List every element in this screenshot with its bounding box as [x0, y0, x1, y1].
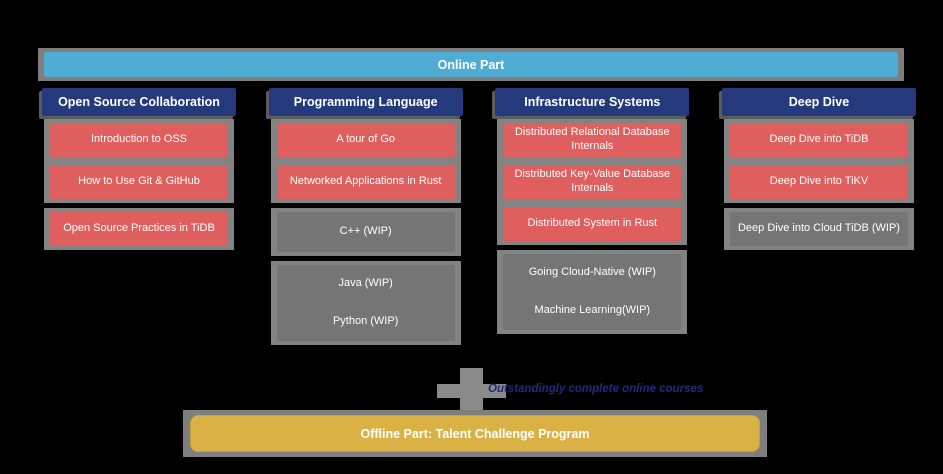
- course-item: Open Source Practices in TiDB: [50, 212, 228, 246]
- course-item: Deep Dive into Cloud TiDB (WIP): [729, 212, 908, 246]
- course-item-label: Machine Learning(WIP): [534, 304, 651, 317]
- course-group: Java (WIP) Python (WIP): [270, 261, 461, 345]
- course-item-label: Python (WIP): [332, 315, 399, 328]
- course-item: Distributed Relational Database Internal…: [503, 123, 682, 157]
- column-header: Open Source Collaboration: [42, 88, 236, 116]
- online-part-card: Online Part: [38, 48, 904, 81]
- course-group: Going Cloud-Native (WIP) Machine Learning…: [497, 250, 688, 334]
- course-item: Networked Applications in Rust: [276, 165, 455, 199]
- course-item-label: Going Cloud-Native (WIP): [528, 266, 656, 279]
- offline-part-bar: Offline Part: Talent Challenge Program: [190, 415, 760, 452]
- course-group: Introduction to OSS How to Use Git & GitH…: [44, 119, 234, 203]
- course-group: Deep Dive into TiDB Deep Dive into TiKV: [723, 119, 914, 203]
- course-item: Deep Dive into TiDB: [729, 123, 908, 157]
- online-part-bar: Online Part: [44, 52, 898, 77]
- column: Programming Language A tour of Go Networke…: [268, 88, 463, 350]
- column-header: Programming Language: [268, 88, 463, 116]
- course-item: Distributed Key-Value Database Internals: [503, 165, 682, 199]
- course-item-joined: Going Cloud-Native (WIP) Machine Learning…: [503, 254, 682, 330]
- course-item: How to Use Git & GitHub: [50, 165, 228, 199]
- course-item-joined: Java (WIP) Python (WIP): [276, 265, 455, 341]
- course-item: Deep Dive into TiKV: [729, 165, 908, 199]
- course-item-label: Java (WIP): [338, 277, 393, 290]
- course-item: Introduction to OSS: [50, 123, 228, 157]
- course-item: A tour of Go: [276, 123, 455, 157]
- course-group: Deep Dive into Cloud TiDB (WIP): [723, 208, 914, 250]
- connector-note: Outstandingly complete online courses: [488, 383, 704, 395]
- course-group: C++ (WIP): [270, 208, 461, 256]
- course-group: Distributed Relational Database Internal…: [497, 119, 688, 245]
- course-item: C++ (WIP): [276, 212, 455, 252]
- column-header: Deep Dive: [721, 88, 916, 116]
- course-item: Distributed System in Rust: [503, 207, 682, 241]
- course-group: Open Source Practices in TiDB: [44, 208, 234, 250]
- plus-icon-horizontal: [437, 384, 506, 398]
- course-group: A tour of Go Networked Applications in Ru…: [270, 119, 461, 203]
- column-header: Infrastructure Systems: [495, 88, 690, 116]
- offline-part-card: Offline Part: Talent Challenge Program: [183, 410, 767, 457]
